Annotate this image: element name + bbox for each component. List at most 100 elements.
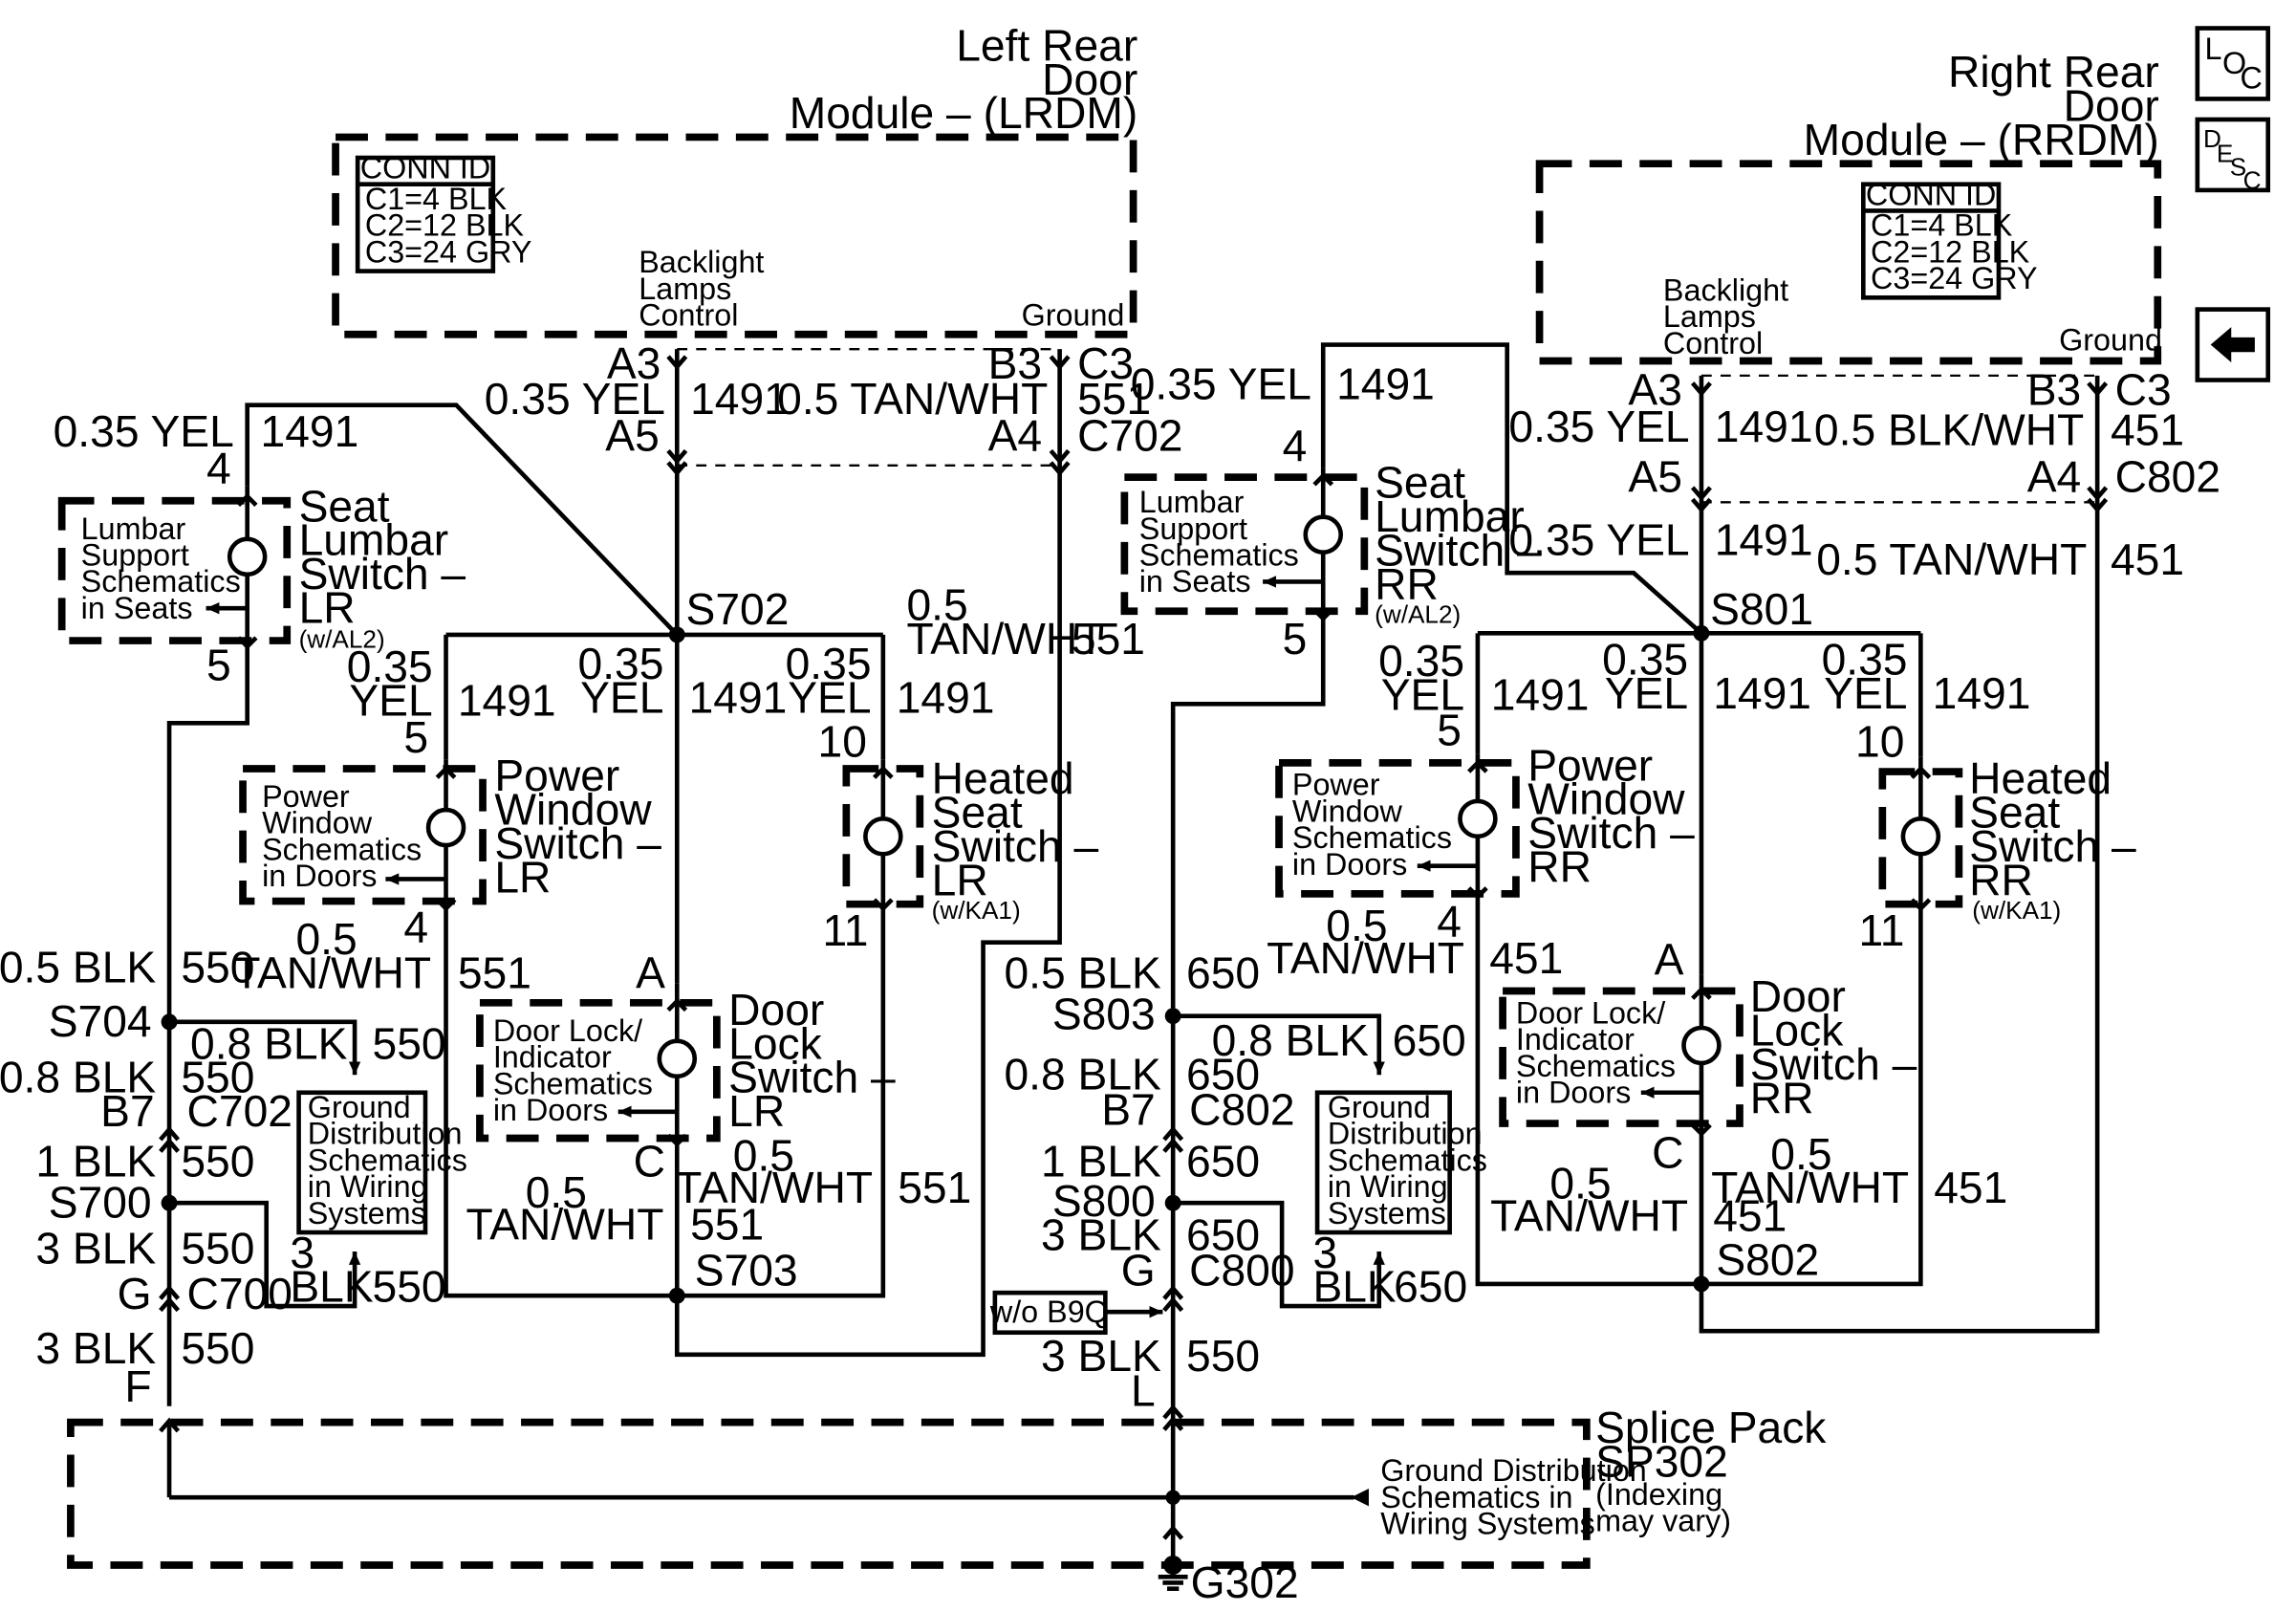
circuit-1491-heated-rr: 1491: [1933, 668, 2031, 718]
pin-4-lumbar-rr: 4: [1283, 421, 1308, 470]
heated-seat-switch-lr: Heated Seat Switch – LR (w/KA1): [842, 753, 1099, 925]
wire-08blk-main-lr: 0.8 BLK: [0, 1053, 156, 1102]
doorlock-schem-rr-1: Door Lock/: [1516, 995, 1665, 1030]
g302-label: G302: [1191, 1557, 1299, 1607]
heated-seat-rr-4: RR: [1969, 855, 2033, 904]
option-box-b9q: w/o B9Q: [989, 1290, 1109, 1336]
gd-right-1: Ground: [1328, 1090, 1431, 1124]
splice-s702: S702: [686, 584, 790, 634]
desc-letter-e: E: [2217, 140, 2233, 168]
splice-pack-title-1: Splice Pack: [1595, 1403, 1827, 1452]
circuit-451-lock-out-rr: 451: [1713, 1190, 1787, 1240]
left-labels: A3 B3 C3 0.35 YEL 1491 0.5 TAN/WHT 551 A…: [0, 338, 1183, 1411]
rrdm-backlight-2: Lamps: [1663, 299, 1756, 334]
wire-05-lock-out-lr: 0.5: [526, 1167, 587, 1217]
ground-dist-1: Ground Distribution: [1380, 1453, 1647, 1488]
window-schem-lr-1: Power: [262, 779, 350, 814]
pin-a5-lr: A5: [605, 410, 660, 460]
window-schem-lr-3: Schematics: [262, 832, 422, 866]
splice-s703: S703: [695, 1245, 798, 1295]
circuit-551-lock-out-lr: 551: [690, 1200, 764, 1250]
wire-yel-mid-rr: 0.35 YEL: [1508, 515, 1689, 565]
wire-blk-branch-rr: BLK: [1312, 1261, 1396, 1311]
desc-letter-d: D: [2203, 124, 2221, 153]
gd-left-1: Ground: [308, 1090, 411, 1124]
pin-5-window-rr: 5: [1437, 705, 1462, 754]
seat-lumbar-lr-al2: (w/AL2): [299, 625, 385, 654]
pin-b3-rr: B3: [2027, 365, 2082, 415]
pin-11-heated-rr: 11: [1858, 905, 1904, 955]
right-wiring: [1106, 342, 2100, 1406]
circuit-650-d: 650: [1186, 1210, 1260, 1260]
splice-s700: S700: [49, 1178, 152, 1228]
power-window-rr-3: Switch –: [1527, 808, 1695, 858]
loc-letter-c: C: [2240, 61, 2262, 96]
gd-right-4: in Wiring: [1328, 1169, 1448, 1204]
wire-3-branch-rr: 3: [1312, 1228, 1337, 1277]
wire-3blk-lr-a: 3 BLK: [35, 1223, 156, 1273]
conn-c802-top: C802: [2115, 452, 2220, 502]
doorlock-schem-rr-2: Indicator: [1516, 1022, 1635, 1056]
wire-tanwht-lock-out-lr: TAN/WHT: [466, 1200, 663, 1250]
circuit-650-branch: 650: [1393, 1015, 1466, 1065]
pin-b7-rr: B7: [1101, 1085, 1156, 1135]
door-lock-lr-4: LR: [728, 1086, 785, 1136]
loc-button[interactable]: L O C: [2195, 26, 2271, 101]
desc-letter-s: S: [2230, 152, 2246, 181]
lrdm-backlight-2: Lamps: [639, 272, 731, 306]
rrdm-module: Right Rear Door Module – (RRDM) CONN ID …: [1535, 47, 2162, 365]
heated-seat-lr-1: Heated: [932, 753, 1074, 803]
pin-a5-rr: A5: [1628, 452, 1682, 502]
seat-lumbar-lr-4: LR: [299, 583, 356, 633]
circuit-451-heated-out-rr: 451: [1934, 1163, 2007, 1212]
circuit-551-c3-lr: 551: [1077, 374, 1151, 424]
circuit-1491-lumbar-lr: 1491: [261, 406, 359, 456]
power-window-lr-2: Window: [494, 785, 652, 835]
lumbar-schem-lr-2: Support: [81, 538, 189, 573]
splice-pack-title-2: SP302: [1595, 1437, 1728, 1487]
splice-s803: S803: [1052, 990, 1156, 1039]
window-schem-rr-4: in Doors: [1292, 847, 1407, 882]
splice-s801: S801: [1710, 584, 1813, 634]
lrdm-backlight-3: Control: [639, 298, 738, 333]
circuit-550-b: 550: [181, 1053, 254, 1102]
lumbar-schem-rr-3: Schematics: [1139, 538, 1299, 573]
loc-letter-o: O: [2222, 46, 2246, 80]
ground-dist-3: Wiring Systems: [1380, 1507, 1595, 1541]
heated-seat-lr-ka1: (w/KA1): [932, 896, 1021, 925]
lrdm-ground: Ground: [1022, 298, 1125, 333]
lrdm-conn-c1: C1=4 BLK: [365, 182, 508, 216]
door-lock-switch-lr: Door Lock/ Indicator Schematics in Doors…: [476, 983, 896, 1147]
gd-left-4: in Wiring: [308, 1169, 428, 1204]
lumbar-schem-rr-4: in Seats: [1139, 564, 1251, 599]
splice-pack-note-1: (Indexing: [1595, 1477, 1722, 1512]
door-lock-switch-rr: Door Lock/ Indicator Schematics in Doors…: [1499, 971, 1917, 1138]
circuit-550-branch-b: 550: [373, 1261, 446, 1311]
splice-pack-note-2: may vary): [1595, 1504, 1731, 1538]
door-lock-rr-3: Switch –: [1750, 1039, 1917, 1089]
back-button[interactable]: [2195, 307, 2271, 382]
circuit-1491-lumbar-rr: 1491: [1336, 359, 1435, 409]
circuit-550-rr: 550: [1186, 1331, 1260, 1381]
wire-blk-branch-lr: BLK: [290, 1261, 373, 1311]
heated-seat-rr-1: Heated: [1969, 753, 2112, 803]
pin-4-window-rr: 4: [1437, 897, 1462, 947]
circuit-551-heated-out-lr: 551: [898, 1163, 971, 1212]
rrdm-title-2: Door: [2064, 81, 2159, 131]
heated-seat-lr-2: Seat: [932, 788, 1023, 838]
wire-tanwht-c3-lr: 0.5 TAN/WHT: [777, 374, 1048, 424]
rrdm-ground: Ground: [2059, 323, 2162, 358]
ground-dist-box-left: Ground Distribution Schematics in Wiring…: [296, 1090, 467, 1235]
pin-10-heated-rr: 10: [1855, 717, 1904, 767]
power-window-lr-4: LR: [494, 852, 551, 902]
wire-yel-window-lr: YEL: [349, 676, 432, 726]
wire-1blk-rr: 1 BLK: [1041, 1137, 1161, 1186]
power-window-lr-3: Switch –: [494, 818, 661, 868]
splice-s802: S802: [1716, 1235, 1819, 1285]
lrdm-conn-c3: C3=24 GRY: [365, 234, 532, 269]
desc-button[interactable]: D E S C: [2195, 117, 2271, 194]
pin-a-lock-rr: A: [1655, 935, 1684, 985]
wire-yel-lumbar-lr: 0.35 YEL: [54, 406, 234, 456]
wire-05blk-550: 0.5 BLK: [0, 942, 156, 991]
wire-yel-heated-lr: YEL: [788, 672, 871, 722]
